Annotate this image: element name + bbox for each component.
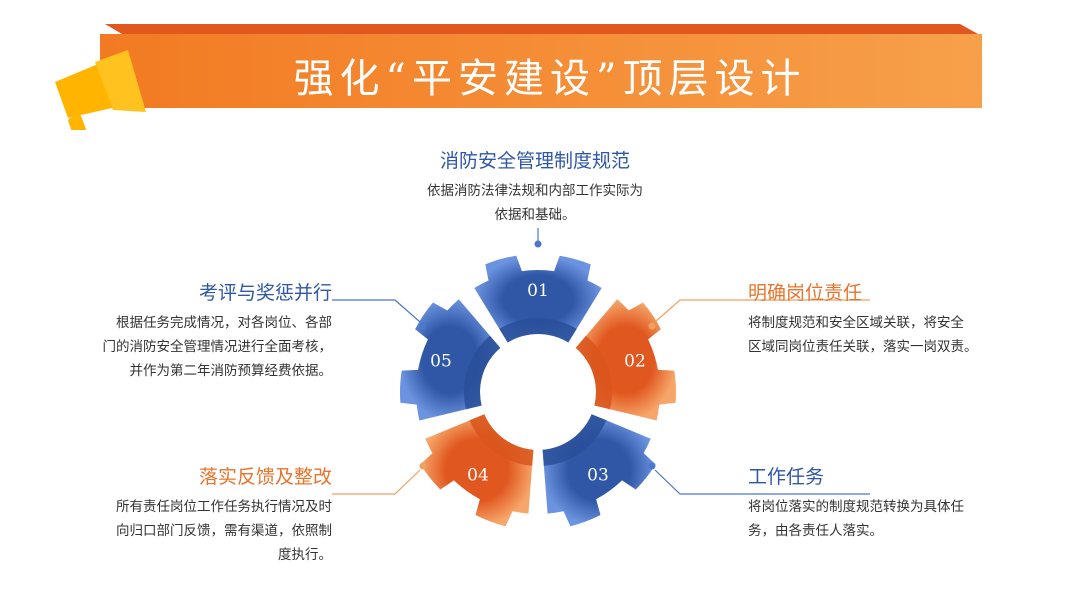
- segment-04-text: 落实反馈及整改 所有责任岗位工作任务执行情况及时 向归口部门反馈，需有渠道，依照…: [40, 462, 332, 567]
- connector-line-05: [332, 299, 421, 323]
- megaphone-icon: [55, 50, 146, 130]
- gear-inner-band-05: [463, 335, 501, 410]
- connector-dot-03: [648, 462, 656, 470]
- gear-inner-band-02: [575, 335, 613, 410]
- segment-number-01: 01: [527, 281, 549, 301]
- gear-inner-band-04: [469, 414, 534, 466]
- segment-05-desc: 根据任务完成情况，对各岗位、各部 门的消防安全管理情况进行全面考核， 并作为第二…: [102, 315, 333, 379]
- connector-dot-01: [534, 240, 542, 248]
- segment-05-text: 考评与奖惩并行 根据任务完成情况，对各岗位、各部 门的消防安全管理情况进行全面考…: [40, 278, 333, 383]
- segment-04-title: 落实反馈及整改: [198, 466, 332, 488]
- segment-01-title: 消防安全管理制度规范: [439, 150, 630, 172]
- segment-02-desc: 将制度规范和安全区域关联，将安全 区域同岗位责任关联，落实一岗双责。: [748, 315, 978, 355]
- gear-segment-01: [474, 255, 602, 343]
- connector-line-02: [654, 299, 870, 323]
- connector-dot-02: [648, 322, 656, 330]
- title-banner: [55, 24, 982, 130]
- connector-line-04: [332, 469, 421, 495]
- connector-dot-04: [419, 462, 427, 470]
- segment-01-text: 消防安全管理制度规范 依据消防法律法规和内部工作实际为 依据和基础。: [370, 146, 700, 227]
- segment-05-title: 考评与奖惩并行: [198, 282, 332, 304]
- segment-03-text: 工作任务 将岗位落实的制度规范转换为具体任 务，由各责任人落实。: [748, 462, 1048, 543]
- segment-02-text: 明确岗位责任 将制度规范和安全区域关联，将安全 区域同岗位责任关联，落实一岗双责…: [748, 278, 1048, 359]
- segment-number-05: 05: [430, 352, 452, 372]
- segment-03-desc: 将岗位落实的制度规范转换为具体任 务，由各责任人落实。: [748, 499, 964, 539]
- segment-03-title: 工作任务: [748, 466, 825, 488]
- gear-inner-band-01: [499, 317, 577, 343]
- segment-number-03: 03: [587, 466, 609, 486]
- connector-line-03: [654, 469, 870, 495]
- page-title: 强化“平安建设”顶层设计: [293, 56, 807, 102]
- segment-number-02: 02: [624, 352, 646, 372]
- segment-04-desc: 所有责任岗位工作任务执行情况及时 向归口部门反馈，需有渠道，依照制 度执行。: [116, 499, 332, 563]
- segment-number-04: 04: [467, 466, 489, 486]
- connector-dot-05: [419, 322, 427, 330]
- segment-02-title: 明确岗位责任: [748, 282, 863, 304]
- segment-01-desc: 依据消防法律法规和内部工作实际为 依据和基础。: [427, 183, 643, 223]
- gear-inner-band-03: [542, 414, 607, 466]
